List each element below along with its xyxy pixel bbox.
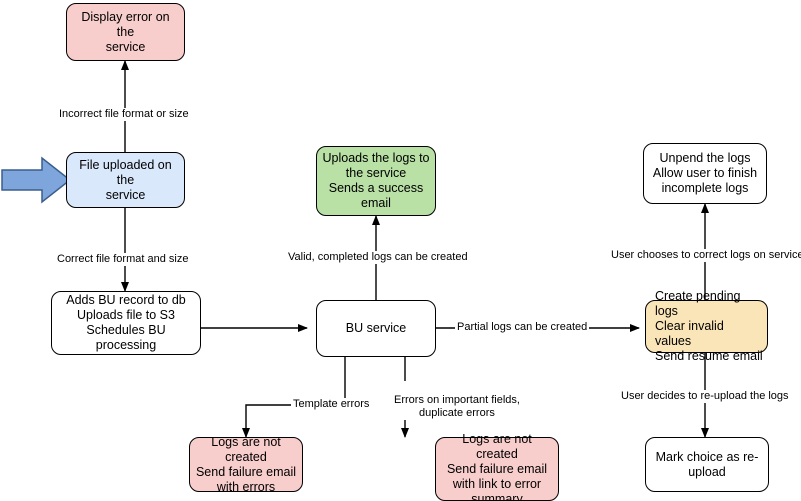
node-logs-not-created-errors[interactable]: Logs are not created Send failure email … [189, 434, 303, 494]
node-file-uploaded-label: File uploaded on the service [79, 157, 172, 202]
node-unpend-logs-label: Unpend the logs Allow user to finish inc… [652, 151, 758, 195]
edge-label-partial-logs-text: Partial logs can be created [457, 321, 588, 333]
edge-label-template-errors: Template errors [291, 398, 372, 411]
node-adds-bu-record-label: Adds BU record to db Uploads file to S3 … [66, 293, 186, 352]
edge-label-incorrect-format-text: Incorrect file format or size [59, 108, 189, 120]
edge-label-valid-completed: Valid, completed logs can be created [286, 251, 470, 264]
edge-label-correct-format-text: Correct file format and size [57, 253, 189, 265]
node-unpend-logs[interactable]: Unpend the logs Allow user to finish inc… [643, 143, 767, 204]
edge-label-user-reuploads: User decides to re-upload the logs [619, 390, 791, 403]
edge-label-template-errors-text: Template errors [293, 398, 370, 410]
input-block-arrow [1, 156, 72, 204]
edge-buservice-to-logserrors [242, 357, 346, 438]
edge-label-errors-important-fields-text: Errors on important fields, duplicate er… [394, 394, 520, 419]
node-uploads-logs[interactable]: Uploads the logs to the service Sends a … [316, 146, 436, 216]
node-display-error-label: Display error on the service [81, 9, 170, 54]
node-logs-not-created-link[interactable]: Logs are not created Send failure email … [435, 432, 559, 501]
node-bu-service[interactable]: BU service [316, 300, 436, 357]
edge-label-user-corrects-logs-text: User chooses to correct logs on service [611, 249, 801, 261]
edge-label-errors-important-fields: Errors on important fields, duplicate er… [392, 381, 522, 420]
node-adds-bu-record[interactable]: Adds BU record to db Uploads file to S3 … [51, 291, 201, 355]
node-mark-choice-reupload[interactable]: Mark choice as re- upload [645, 437, 769, 492]
edge-label-user-corrects-logs: User chooses to correct logs on service [609, 249, 801, 262]
node-mark-choice-reupload-label: Mark choice as re- upload [655, 449, 759, 479]
edge-label-incorrect-format: Incorrect file format or size [57, 108, 191, 121]
node-create-pending-logs[interactable]: Create pending logs Clear invalid values… [645, 289, 768, 363]
node-create-pending-logs-label: Create pending logs Clear invalid values… [655, 289, 763, 363]
edge-label-valid-completed-text: Valid, completed logs can be created [288, 251, 468, 263]
node-uploads-logs-label: Uploads the logs to the service Sends a … [322, 151, 430, 210]
edge-label-partial-logs: Partial logs can be created [455, 321, 590, 334]
node-logs-not-created-errors-label: Logs are not created Send failure email … [195, 434, 297, 494]
node-bu-service-label: BU service [345, 321, 407, 335]
node-logs-not-created-link-label: Logs are not created Send failure email … [446, 431, 548, 501]
node-file-uploaded[interactable]: File uploaded on the service [66, 152, 185, 208]
edge-label-user-reuploads-text: User decides to re-upload the logs [621, 390, 789, 402]
edge-label-correct-format: Correct file format and size [55, 253, 191, 266]
node-display-error[interactable]: Display error on the service [66, 3, 185, 61]
